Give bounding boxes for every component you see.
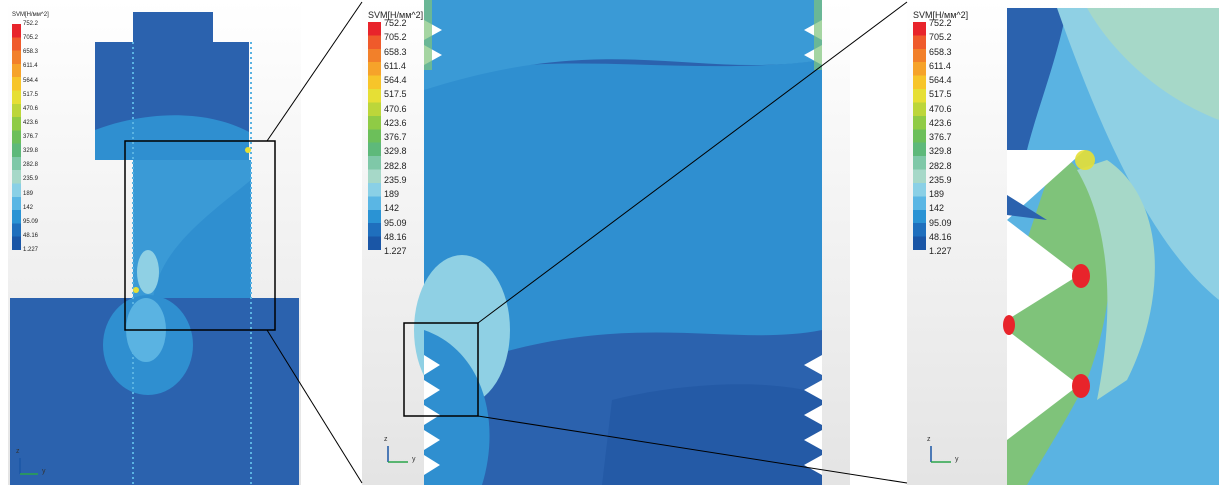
zoom-box-2 [403, 322, 479, 417]
legend-value-label: 95.09 [384, 217, 407, 228]
legend-value-label: 95.09 [929, 217, 952, 228]
panel-zoom-1: SVM[Н/мм^2] 752.2 705.2 658.3 611.4 564.4 517… [362, 0, 850, 485]
axis-z-label: z [927, 436, 931, 443]
axis-y-label: y [42, 468, 46, 475]
legend-value-label: 611.4 [929, 60, 951, 71]
legend-title: SVM[Н/мм^2] [368, 10, 424, 20]
zoom1-lower-left [424, 330, 490, 485]
legend-title: SVM[Н/мм^2] [12, 12, 49, 18]
legend-value-label: 142 [384, 203, 400, 214]
legend-value-label: 235.9 [929, 174, 952, 185]
legend-value-label: 48.16 [929, 231, 952, 242]
zoom-box-1 [124, 140, 276, 331]
zoom2-dark-wedge [1007, 195, 1047, 220]
legend-value-label: 423.6 [23, 119, 39, 126]
zoom2-notch-1 [1007, 150, 1085, 220]
zoom2-peak-1 [1072, 264, 1090, 288]
legend-panel-1: SVM[Н/мм^2] 752.2 705.2 658.3 611.4 564.4 517… [12, 12, 52, 262]
legend-value-label: 752.2 [23, 21, 39, 27]
zoom2-pale-top [1087, 8, 1219, 120]
legend-value-label: 48.16 [384, 231, 407, 242]
zoom2-pale-band [1077, 160, 1155, 400]
legend-value-label: 564.4 [23, 77, 39, 84]
legend-panel-3: SVM[Н/мм^2] 752.2 705.2 658.3 611.4 564.4 517… [913, 10, 973, 260]
legend-value-label: 189 [23, 190, 34, 197]
legend-value-label: 658.3 [384, 46, 407, 57]
zoom1-lower-right [602, 384, 822, 485]
legend-value-label: 470.6 [384, 103, 407, 114]
legend-value-label: 564.4 [929, 75, 952, 85]
legend-value-label: 95.09 [23, 218, 39, 225]
legend-colorbar [913, 22, 926, 250]
legend-value-label: 705.2 [929, 32, 952, 43]
axis-triad-2: z y [382, 436, 426, 468]
legend-value-label: 376.7 [23, 134, 39, 140]
legend-value-label: 517.5 [929, 89, 952, 100]
panel-full-model: SVM[Н/мм^2] 752.2 705.2 658.3 611.4 564.4 517… [8, 0, 301, 485]
legend-value-label: 48.16 [23, 232, 39, 239]
legend-value-label: 142 [23, 204, 34, 211]
legend-value-label: 1.227 [23, 247, 39, 253]
legend-value-label: 705.2 [23, 35, 39, 42]
legend-value-label: 705.2 [384, 32, 407, 43]
legend-value-label: 282.8 [384, 160, 407, 171]
rod-hotspot-pale [137, 250, 159, 294]
legend-panel-2: SVM[Н/мм^2] 752.2 705.2 658.3 611.4 564.4 517… [368, 10, 428, 260]
legend-value-label: 1.227 [929, 246, 952, 256]
legend-value-label: 1.227 [384, 246, 407, 256]
axis-triad-1: z y [16, 448, 56, 478]
legend-value-label: 189 [384, 189, 400, 199]
hotspot-right [245, 147, 251, 153]
axis-z-label: z [384, 436, 388, 443]
legend-value-label: 752.2 [929, 18, 952, 28]
panel-zoom-2: SVM[Н/мм^2] 752.2 705.2 658.3 611.4 564.4 517… [907, 0, 1219, 485]
legend-value-label: 658.3 [929, 46, 952, 57]
model-zoom2-svg [1003, 8, 1219, 485]
zoom2-top-left-dark [1007, 8, 1067, 150]
legend-value-label: 517.5 [23, 91, 39, 98]
zoom2-notch-2 [1007, 220, 1079, 320]
axis-y-label: y [955, 456, 959, 463]
model-zoom1-svg [403, 0, 822, 485]
axis-z-label: z [16, 448, 20, 455]
legend-value-label: 329.8 [23, 148, 39, 155]
legend-title: SVM[Н/мм^2] [913, 10, 969, 20]
legend-value-label: 282.8 [23, 162, 39, 169]
legend-value-label: 423.6 [384, 117, 407, 128]
legend-value-label: 376.7 [929, 132, 952, 142]
legend-value-label: 282.8 [929, 160, 952, 171]
legend-value-label: 564.4 [384, 75, 407, 85]
legend-value-label: 142 [929, 203, 945, 214]
legend-value-label: 611.4 [384, 60, 406, 71]
legend-value-label: 658.3 [23, 49, 39, 56]
legend-value-label: 329.8 [384, 146, 407, 157]
zoom1-thread-green-tl [424, 0, 432, 70]
legend-value-label: 376.7 [384, 132, 407, 142]
legend-value-label: 470.6 [929, 103, 952, 114]
zoom2-yellow-spot [1075, 150, 1095, 170]
legend-value-label: 235.9 [23, 176, 39, 183]
legend-value-label: 517.5 [384, 89, 407, 100]
legend-value-label: 423.6 [929, 117, 952, 128]
legend-value-label: 189 [929, 189, 945, 199]
zoom2-notch-3 [1007, 330, 1079, 440]
rod-mid-band [133, 160, 251, 300]
hotspot-left [133, 287, 139, 293]
legend-value-label: 611.4 [23, 63, 38, 70]
axis-triad-3: z y [925, 436, 969, 468]
legend-value-label: 235.9 [384, 174, 407, 185]
legend-value-label: 329.8 [929, 146, 952, 157]
axis-y-label: y [412, 456, 416, 463]
zoom1-thread-green-tr [814, 0, 822, 70]
legend-colorbar [12, 24, 21, 250]
legend-colorbar [368, 22, 381, 250]
zoom2-peak-2 [1072, 374, 1090, 398]
legend-value-label: 470.6 [23, 105, 39, 112]
zoom2-peak-3 [1003, 315, 1015, 335]
legend-value-label: 752.2 [384, 18, 407, 28]
model-full-svg [10, 12, 299, 485]
